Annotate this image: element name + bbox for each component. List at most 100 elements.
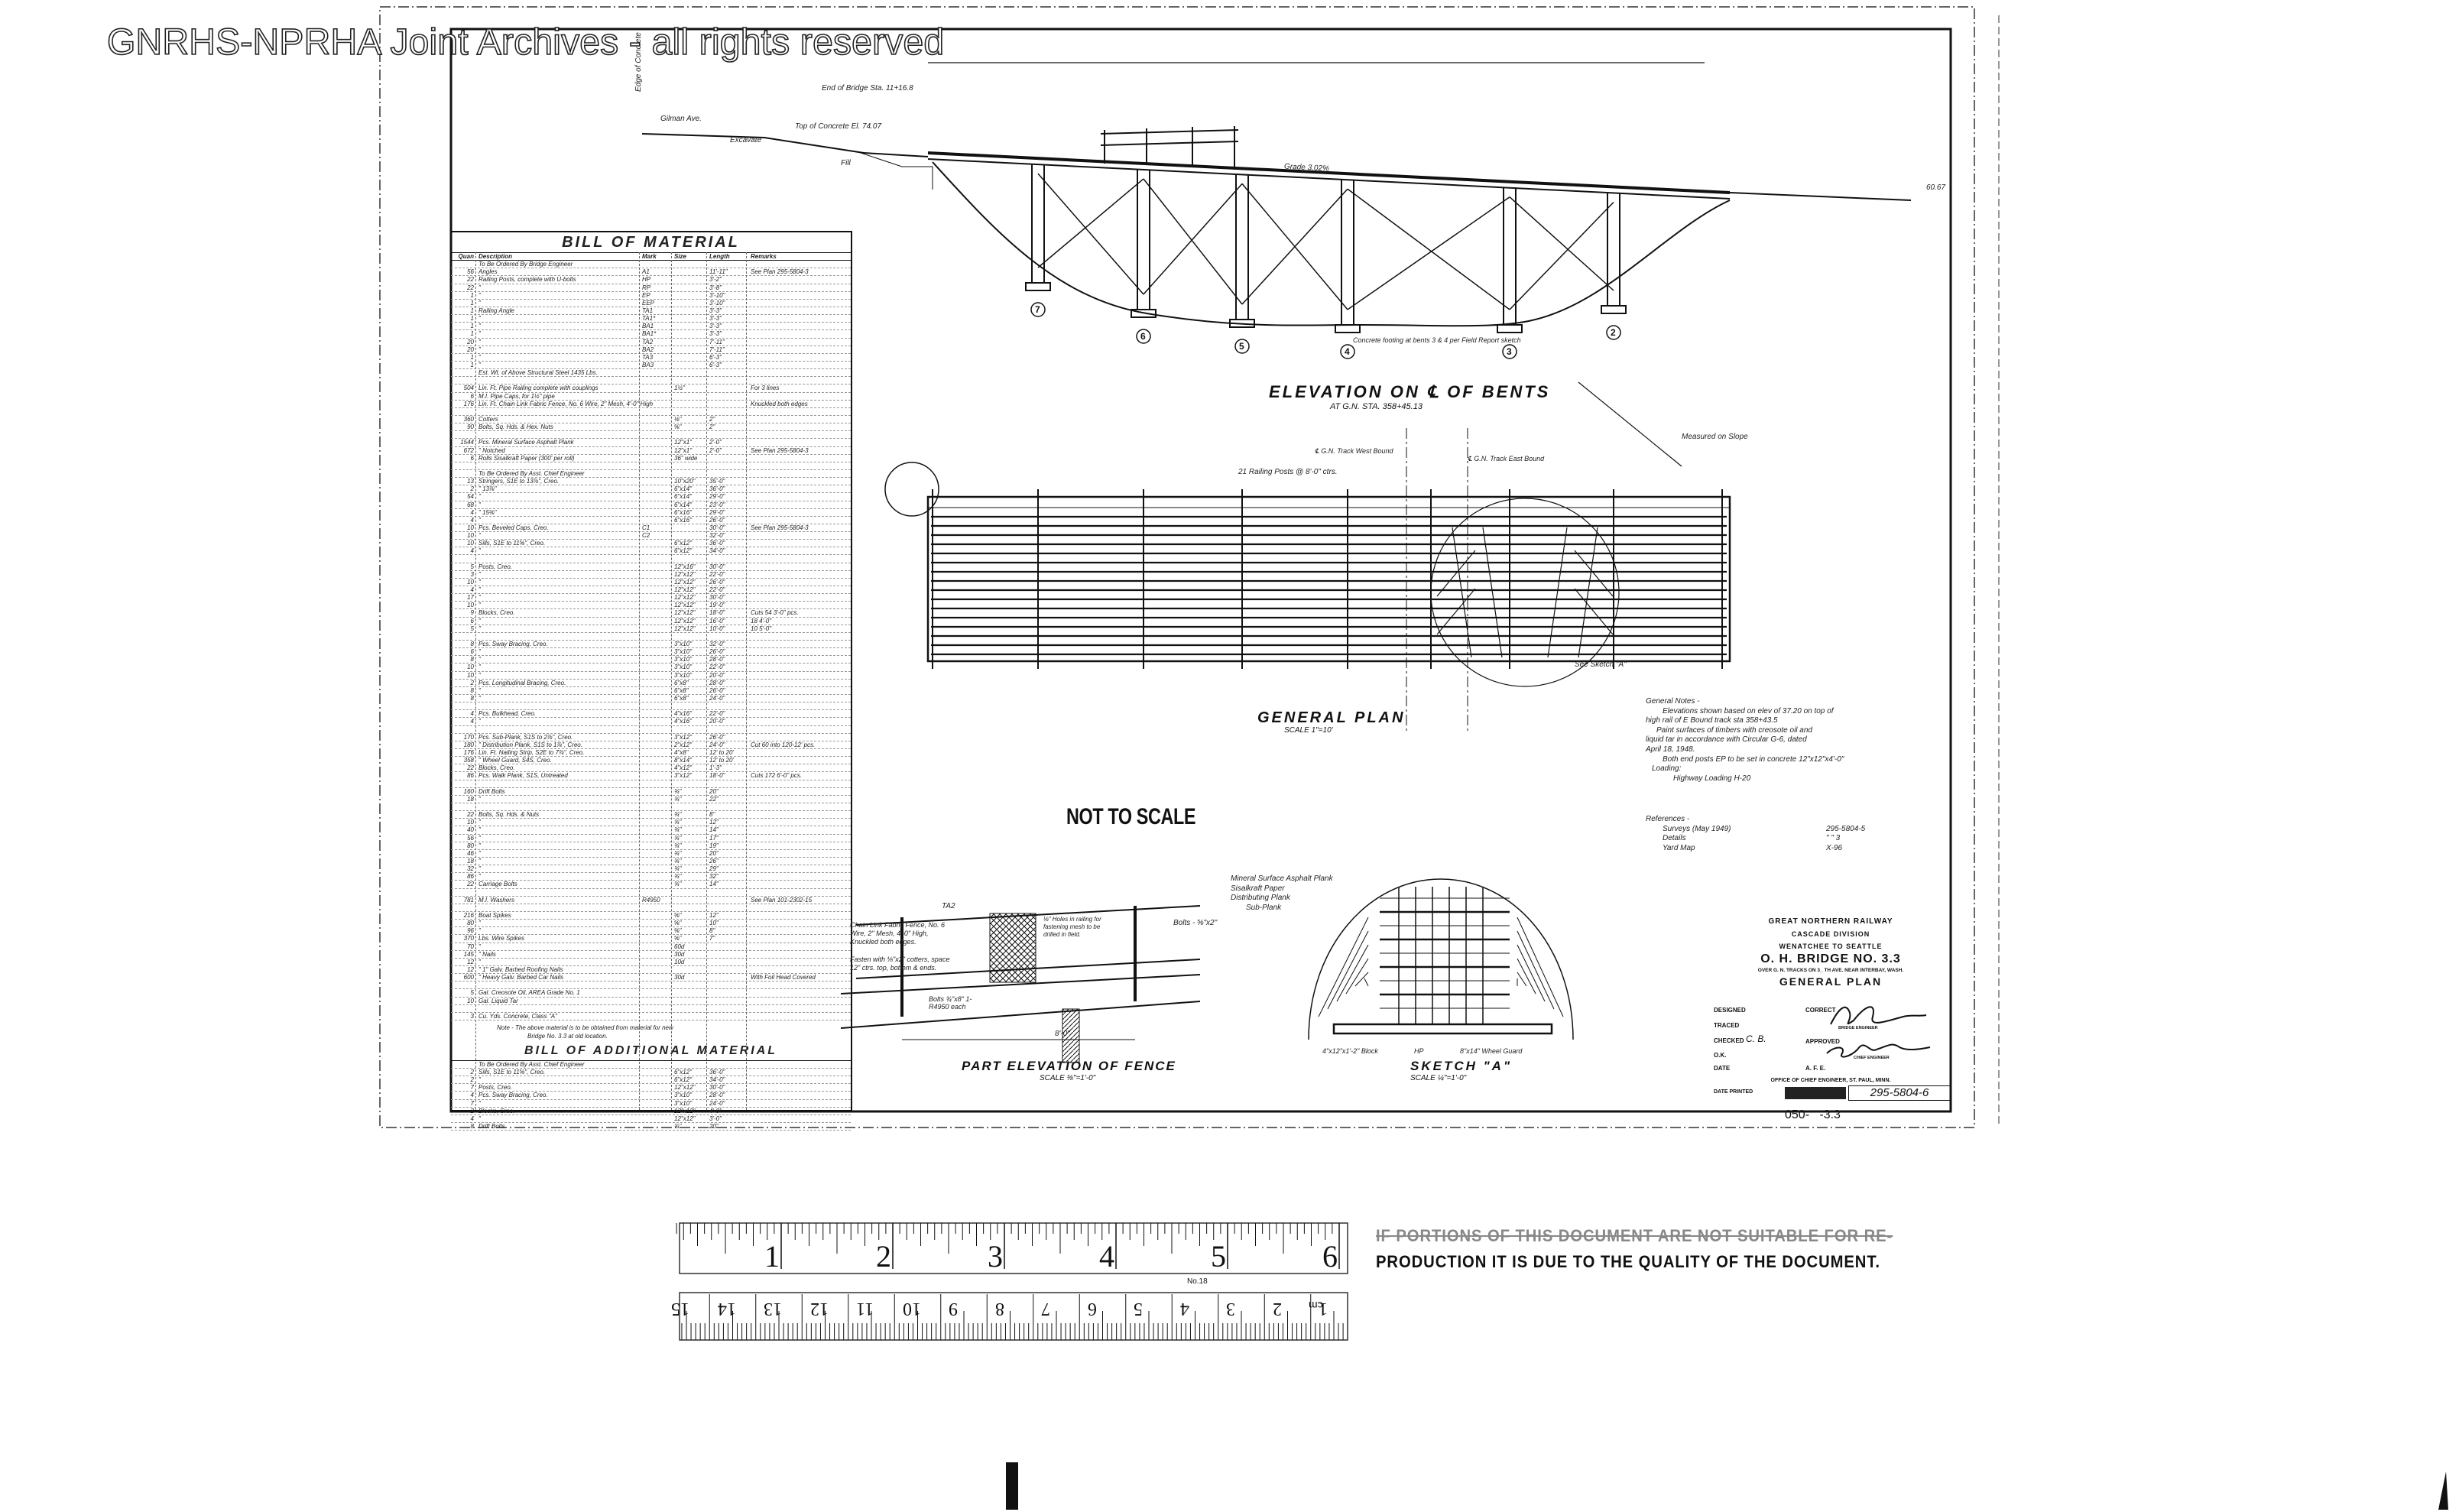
bom-cell: 26"	[709, 857, 719, 865]
bom-cell: Sills, S1E to 11⅝", Creo.	[478, 540, 546, 547]
bom-cell: 1	[470, 299, 474, 307]
bridge-engineer-signature	[1830, 1006, 1927, 1025]
sketch-a-callout-circle	[1430, 498, 1620, 687]
bom-cell: 18	[467, 795, 474, 803]
bom-row: 4"6"x12"34'-0"	[451, 547, 851, 556]
plan-title: GENERAL PLAN	[1257, 709, 1406, 726]
bom-cell: 5	[470, 625, 474, 632]
bom-cell: 12"	[709, 819, 719, 826]
bom-row: 1"TA1*3'-3"	[451, 315, 851, 323]
cm-number: 3	[1226, 1299, 1235, 1319]
bom-row	[451, 462, 851, 470]
bom-cell: 18 4'-0"	[751, 617, 772, 625]
bom-cell: "	[478, 547, 481, 555]
bent-footing	[1497, 324, 1523, 333]
bom-cell: ⅝"	[674, 920, 682, 927]
reference-value: 295-5804-5	[1826, 824, 1866, 833]
bom-cell: 5	[470, 563, 474, 570]
bom-row: 80"⅝"10"	[451, 920, 851, 928]
bom-cell: "	[478, 323, 481, 330]
bom-cell: " 1" Galv. Barbed Roofing Nails	[478, 965, 563, 973]
bom-cell: Blocks, Creo.	[478, 764, 515, 772]
sheet-title: GENERAL PLAN	[1779, 975, 1883, 988]
bom-cell: 26'-0"	[709, 578, 725, 586]
bom-cell: 12"x12"	[674, 617, 696, 625]
bom-cell: 672	[463, 446, 474, 454]
reference-label: Yard Map	[1663, 843, 1695, 852]
bom-cell: 12"x12"	[674, 594, 696, 602]
note-line: April 18, 1948.	[1646, 745, 1695, 754]
bom-cell: TA1*	[642, 315, 656, 323]
bom-cell: 3"x12"	[674, 733, 693, 741]
bom-cell: 10	[467, 602, 474, 609]
bom-cell: 54	[467, 493, 474, 501]
cm-number: 2	[1272, 1299, 1282, 1319]
bom-cell: "	[478, 671, 481, 679]
bom-cell: With Foil Head Covered	[751, 974, 816, 982]
sketch-a-labels: Mineral Surface Asphalt Plank Sisalkraft…	[1231, 874, 1333, 913]
cm-number: 4	[1179, 1299, 1189, 1319]
bom-row: 96"⅝"8"	[451, 927, 851, 936]
bom-cell: " Heavy Galv. Barbed Car Nails	[478, 974, 564, 982]
bom-cell: "	[478, 865, 481, 873]
cm-number: 9	[949, 1299, 958, 1319]
bom-cell: 80	[467, 920, 474, 927]
note-line: high rail of E Bound track sta 358+43.5	[1646, 716, 1778, 725]
bom-cell: 80	[467, 842, 474, 849]
bom-cell: 360	[463, 415, 474, 423]
bom-cell: A1	[642, 268, 650, 276]
bom-cell: 5	[470, 989, 474, 997]
label-measured-on-slope: Measured on Slope	[1682, 433, 1748, 441]
bom-cell: "	[478, 920, 481, 927]
references: References - Surveys (May 1949)295-5804-…	[1646, 815, 1875, 853]
bom-cell: 170	[463, 733, 474, 741]
bom-cell: M.I. Pipe Caps, for 1½" pipe	[478, 392, 555, 400]
bom-cell: " Distribution Plank, S1S to 1⅞", Creo.	[478, 741, 582, 748]
bom-cell: 60d	[674, 943, 685, 950]
bom-cell: 1	[470, 291, 474, 299]
bom-cell: ¾"	[674, 826, 682, 834]
bom-row: 70"60d	[451, 943, 851, 951]
cm-number: 6	[1087, 1299, 1097, 1319]
fence-elevation-drawing	[840, 905, 1201, 1063]
sway-brace	[1037, 178, 1144, 268]
bom-cell: ⅝"	[674, 935, 682, 943]
cm-number: 11	[856, 1299, 874, 1319]
bom-cell: Mark	[642, 253, 657, 260]
bom-cell: 11'-11"	[709, 268, 728, 276]
deck-outline	[926, 495, 1731, 663]
bom-cell: 12"x12"	[674, 609, 696, 617]
bom-cell: 34'-0"	[709, 1076, 725, 1084]
bom-row: To Be Ordered By Asst. Chief Engineer	[451, 470, 851, 479]
bom-cell: 86	[467, 772, 474, 780]
bom-cell: 22'-0"	[709, 710, 725, 718]
bom-row: 1"BA1*3'-3"	[451, 330, 851, 339]
bom-cell: 145	[463, 950, 474, 958]
bom-cell: "	[478, 516, 481, 524]
bom-cell: 20"	[709, 849, 719, 857]
bom-cell: 3'-3"	[709, 323, 722, 330]
bent-number-circle	[1136, 329, 1151, 344]
bent-number-circle	[1606, 325, 1621, 340]
bom-note-line: Bridge No. 3.3 at old location.	[527, 1032, 608, 1040]
cm-number: 7	[1041, 1299, 1050, 1319]
bom-cell: 20	[467, 346, 474, 353]
bom-cell: ¾"	[674, 857, 682, 865]
bom-cell: 6"x8"	[674, 686, 689, 694]
bom-row	[451, 408, 851, 416]
bent-number: 6	[1140, 331, 1146, 342]
bom-cell: 10	[467, 671, 474, 679]
bom-cell: 160	[463, 787, 474, 795]
bom-cell: "	[478, 353, 481, 361]
label-sisalkraft: Sisalkraft Paper	[1231, 884, 1285, 893]
date-printed-label: DATE PRINTED	[1714, 1089, 1753, 1095]
bom-row: 40"¾"14"	[451, 826, 851, 835]
note-line: Paint surfaces of timbers with creosote …	[1656, 725, 1812, 735]
bom-cell: 2	[470, 1076, 474, 1084]
quality-notice-line2: PRODUCTION IT IS DUE TO THE QUALITY OF T…	[1376, 1252, 1880, 1271]
bom-cell: 10	[467, 997, 474, 1004]
